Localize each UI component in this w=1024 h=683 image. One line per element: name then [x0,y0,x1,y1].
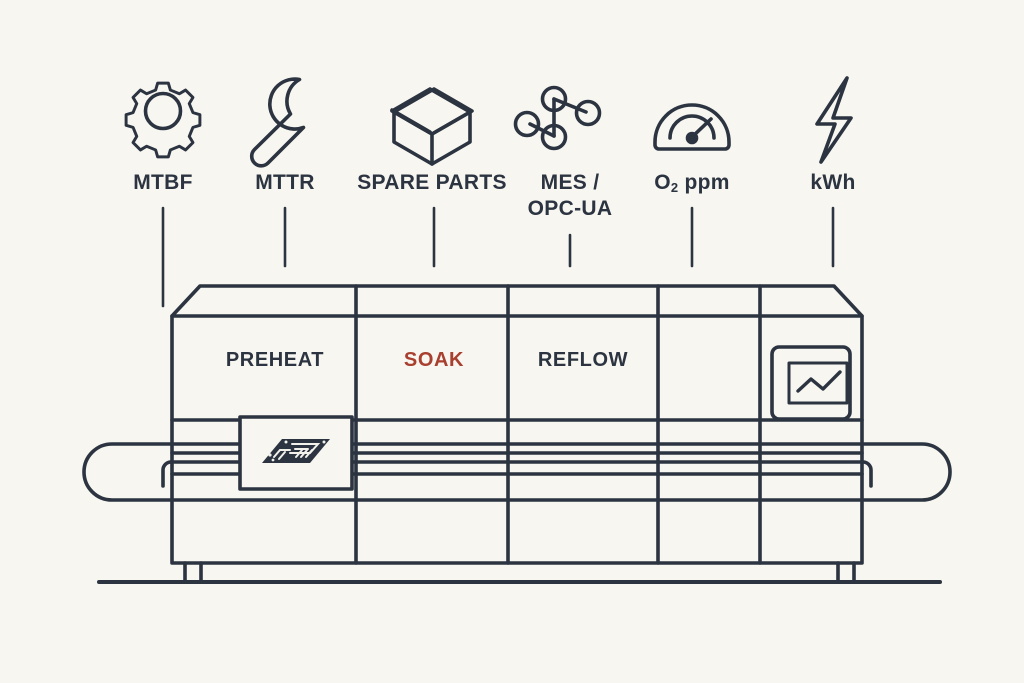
trend-chart-icon [787,361,849,405]
trend-chart-line [796,370,842,393]
hmi-panel[interactable] [770,345,852,421]
network-nodes-icon [513,85,602,151]
pcb-carrier [238,415,354,491]
kpi-label-kwh: kWh [810,171,856,194]
zone-label-soak: SOAK [403,349,465,371]
oven-leg-left [183,561,203,584]
leader-lines [161,206,835,308]
kpi-label-mtbf: MTBF [133,171,193,194]
kpi-label-mttr: MTTR [255,171,315,194]
gear-icon [124,81,202,159]
conveyor-inner-track [161,460,873,488]
kpi-label-spare-parts: SPARE PARTS [357,171,507,194]
hmi-panel-frame [770,345,852,421]
conveyor-outer [82,442,952,502]
open-box-icon [390,87,474,166]
wrench-icon [249,77,306,168]
gauge-icon [653,103,731,151]
zone-label-reflow: REFLOW [537,349,629,371]
kpi-label-o2-ppm: O2 ppm [654,171,730,195]
lightning-bolt-icon [815,76,853,164]
oven-leg-right [836,561,856,584]
kpi-label-mes-opc-ua: MES / OPC-UA [527,171,613,220]
pcb-board-icon [262,439,330,463]
zone-label-preheat: PREHEAT [225,349,325,371]
